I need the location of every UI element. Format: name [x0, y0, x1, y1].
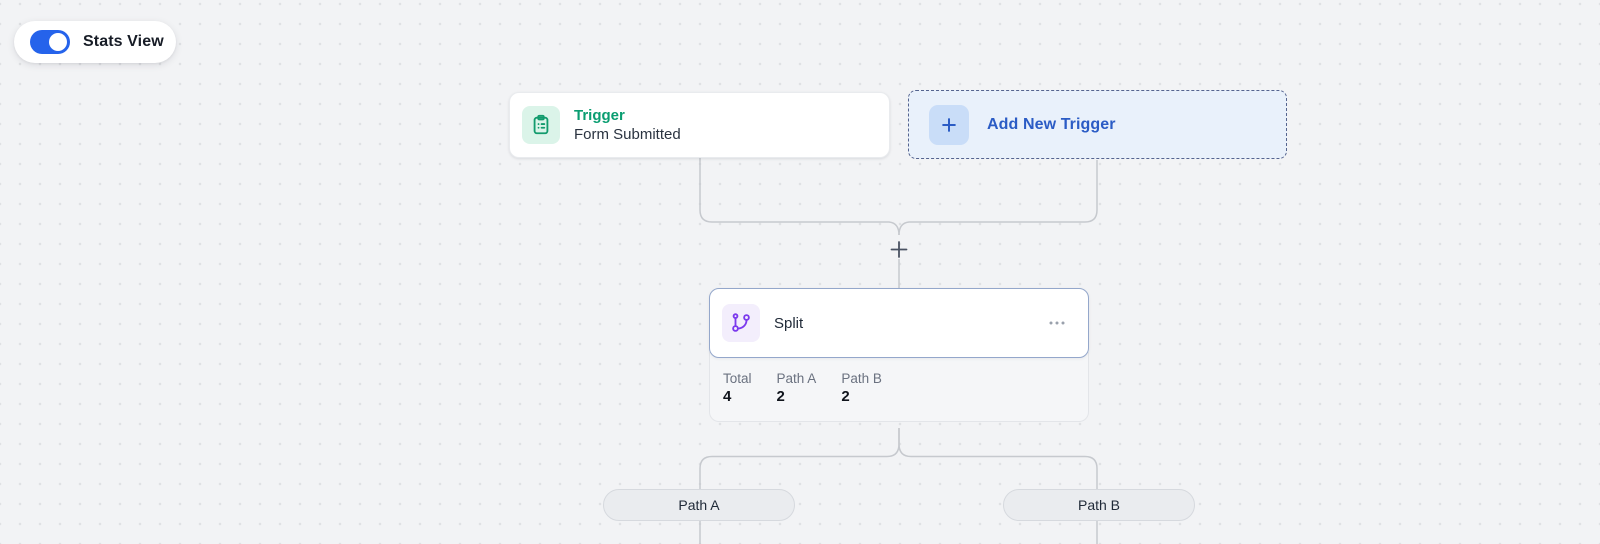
stat-total: Total 4 — [723, 370, 752, 421]
split-node: Split Total 4 Path A 2 Path B 2 — [709, 288, 1089, 422]
split-node-header[interactable]: Split — [709, 288, 1089, 358]
add-step-plus-icon[interactable] — [890, 241, 908, 258]
ellipsis-menu-icon[interactable] — [1042, 314, 1072, 332]
stat-value: 2 — [841, 388, 850, 405]
split-node-title: Split — [774, 314, 804, 332]
stat-label: Path A — [776, 371, 817, 386]
stat-path-a: Path A 2 — [777, 370, 817, 421]
stat-value: 2 — [776, 388, 785, 405]
switch-knob — [49, 33, 67, 51]
stat-label: Total — [723, 371, 752, 386]
add-new-trigger-label: Add New Trigger — [987, 115, 1116, 133]
branch-label-path-a[interactable]: Path A — [603, 489, 795, 521]
git-branch-icon — [722, 304, 760, 342]
stats-view-toggle-pill: Stats View — [14, 21, 176, 63]
stats-view-switch[interactable] — [30, 30, 70, 54]
stat-value: 4 — [723, 388, 732, 405]
split-stats-panel: Total 4 Path A 2 Path B 2 — [709, 352, 1089, 422]
stats-view-label: Stats View — [83, 33, 164, 50]
stat-label: Path B — [841, 371, 882, 386]
branch-label-path-b[interactable]: Path B — [1003, 489, 1195, 521]
trigger-node[interactable]: Trigger Form Submitted — [509, 92, 890, 158]
plus-icon — [929, 104, 969, 145]
add-new-trigger-button[interactable]: Add New Trigger — [908, 90, 1287, 159]
stat-path-b: Path B 2 — [841, 370, 882, 421]
clipboard-list-icon — [522, 106, 560, 144]
trigger-node-subtitle: Form Submitted — [574, 126, 681, 143]
trigger-node-title: Trigger — [574, 107, 625, 124]
